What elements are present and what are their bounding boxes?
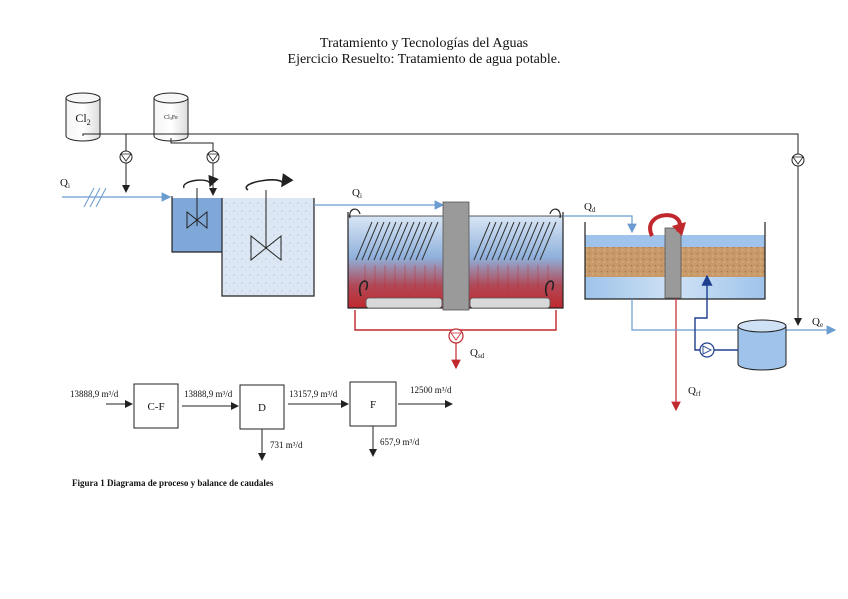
influent-line: Qi	[60, 177, 172, 208]
filter-column	[664, 227, 682, 299]
d-to-f-value: 13157,9 m³/d	[289, 389, 338, 399]
q-e-label: Qe	[812, 316, 823, 329]
dosing-pump-3	[791, 153, 805, 167]
q-i-label: Qi	[60, 177, 70, 190]
clfe-tank-label: Cl3Fe	[164, 115, 178, 121]
q-rf-label: Qrf	[688, 385, 701, 398]
coagulation-tank	[171, 174, 222, 253]
flocculation-tank	[221, 173, 315, 297]
cl2-tank-label: Cl2	[75, 111, 90, 127]
d-block	[239, 384, 285, 430]
f-waste-value: 657,9 m³/d	[380, 437, 420, 447]
baffle-column	[442, 201, 470, 311]
q-sd-label: Qsd	[470, 347, 485, 360]
flow-to-filter: Qd	[563, 201, 637, 234]
cf-to-d-value: 13888,9 m³/d	[184, 389, 233, 399]
cf-block	[133, 383, 179, 429]
flow-to-sedimentation: Qi	[314, 187, 445, 210]
cf-label: C-F	[147, 401, 164, 413]
sand-filter	[584, 213, 766, 300]
q-d-label: Qd	[584, 201, 596, 214]
f-out-value: 12500 m³/d	[410, 385, 452, 395]
balance-diagram: 13888,9 m³/d C-F 13888,9 m³/d D 731 m³/d…	[70, 381, 453, 461]
q-i2-label: Qi	[352, 187, 362, 200]
f-label: F	[370, 399, 376, 411]
sedimentation-tank	[347, 201, 564, 311]
dosing-lines	[82, 133, 802, 326]
f-block	[349, 381, 397, 427]
page-title: Tratamiento y Tecnologías del Aguas	[319, 36, 529, 51]
backwash-pump	[694, 274, 738, 358]
effluent-line: Qe	[631, 299, 837, 335]
storage-tank	[737, 319, 787, 371]
dosing-pump-1	[119, 150, 133, 164]
cl2-tank: Cl2	[65, 92, 101, 142]
inflow-value: 13888,9 m³/d	[70, 389, 119, 399]
d-out-value: 731 m³/d	[270, 440, 303, 450]
clfe-tank: Cl3Fe	[153, 92, 189, 142]
page-subtitle: Ejercicio Resuelto: Tratamiento de agua …	[287, 52, 561, 67]
d-label: D	[258, 402, 266, 414]
figure-caption: Figura 1 Diagrama de proceso y balance d…	[72, 478, 274, 488]
backwash-line: Qrf	[671, 298, 701, 412]
sludge-line: Qsd	[354, 310, 557, 370]
dosing-pump-2	[206, 150, 220, 164]
